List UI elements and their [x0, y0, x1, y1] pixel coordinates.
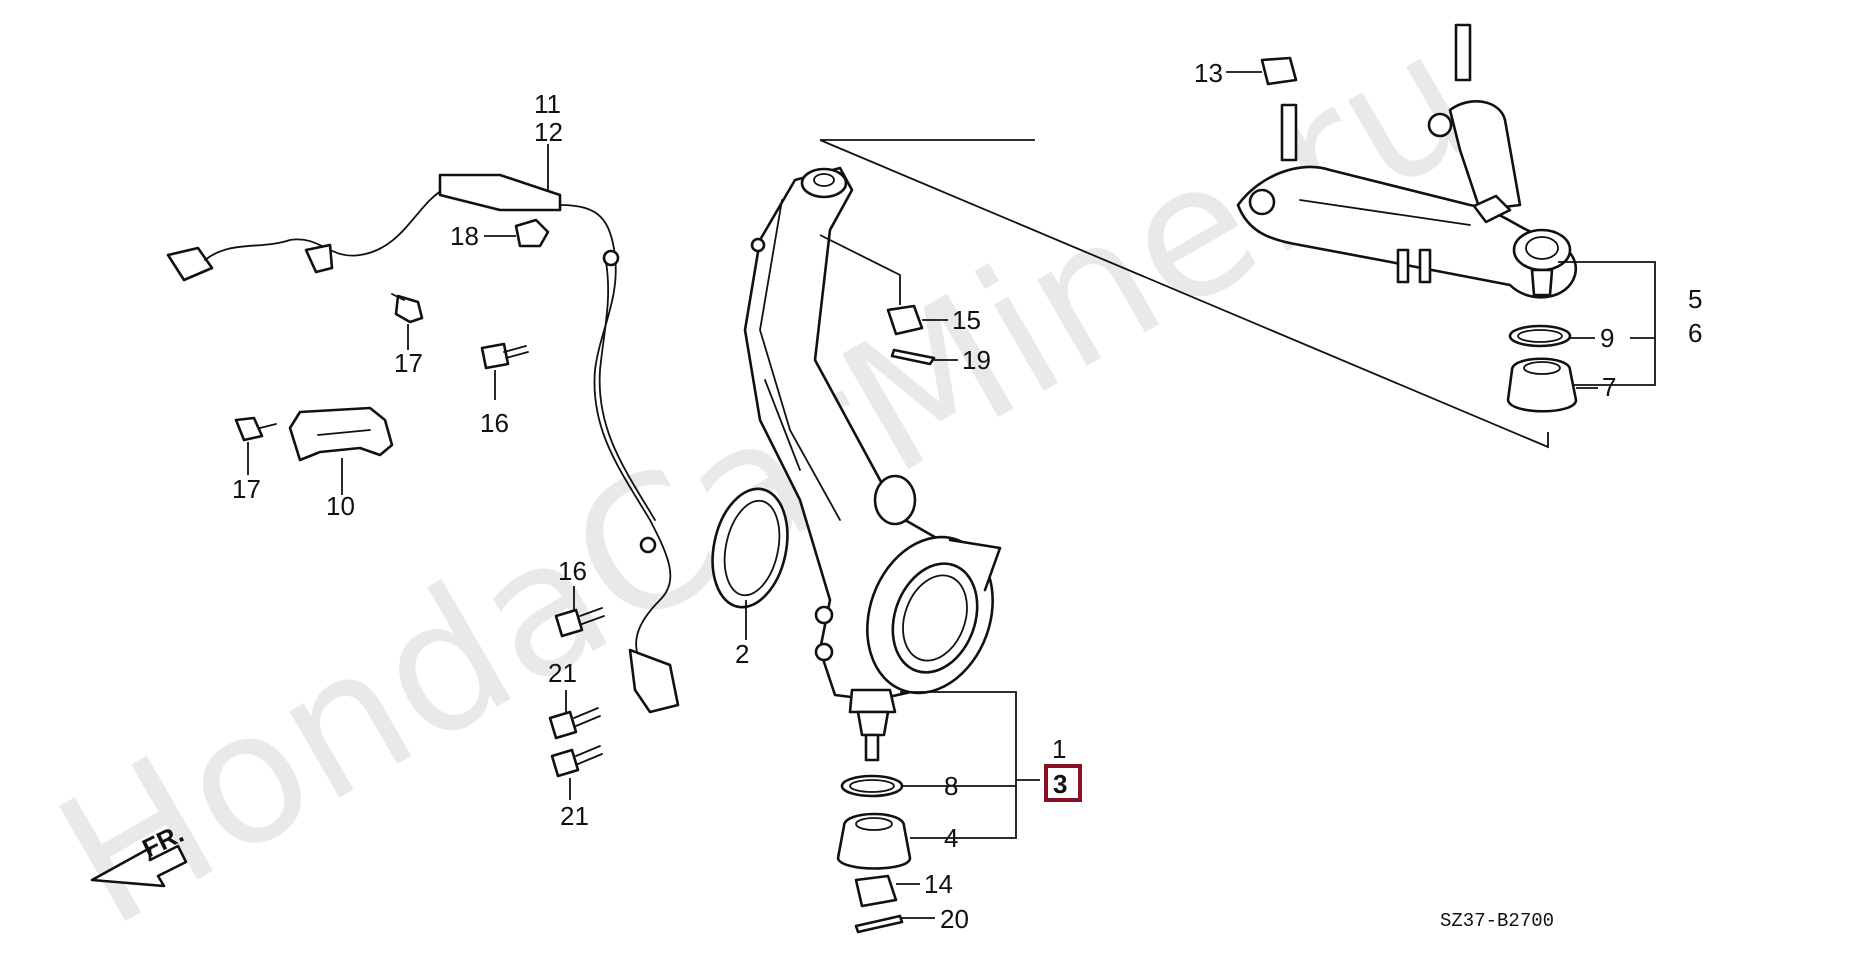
bolt-21-upper[interactable] — [548, 707, 601, 740]
bolt-16-upper[interactable] — [480, 342, 529, 370]
callout-17a[interactable]: 17 — [394, 348, 423, 378]
callout-5[interactable]: 5 — [1688, 284, 1702, 314]
nut-13[interactable] — [1260, 56, 1298, 86]
callout-16b[interactable]: 16 — [558, 556, 587, 586]
diagram-code: SZ37-B2700 — [1440, 910, 1554, 932]
steering-knuckle[interactable] — [743, 166, 1014, 762]
callout-14[interactable]: 14 — [924, 869, 953, 899]
callout-12[interactable]: 12 — [534, 117, 563, 147]
nut-18[interactable] — [514, 218, 550, 248]
callout-13[interactable]: 13 — [1194, 58, 1223, 88]
boot-7[interactable] — [1506, 357, 1578, 413]
lead-bracket-1-3 — [900, 691, 1040, 839]
callout-4[interactable]: 4 — [944, 823, 958, 853]
boot-4[interactable] — [836, 812, 912, 870]
callout-21a[interactable]: 21 — [548, 658, 577, 688]
sensor-bracket[interactable] — [288, 406, 394, 462]
dust-seal[interactable] — [702, 482, 797, 614]
bolt-16-lower[interactable] — [554, 607, 605, 638]
callout-18[interactable]: 18 — [450, 221, 479, 251]
callout-15[interactable]: 15 — [952, 305, 981, 335]
nut-15[interactable] — [886, 304, 924, 336]
callout-10[interactable]: 10 — [326, 491, 355, 521]
callout-19[interactable]: 19 — [962, 345, 991, 375]
nut-14[interactable] — [854, 874, 898, 908]
front-arrow-icon — [90, 844, 188, 888]
bolt-17-upper[interactable] — [391, 293, 424, 324]
callout-8[interactable]: 8 — [944, 771, 958, 801]
bolt-21-lower[interactable] — [550, 745, 603, 778]
callout-7[interactable]: 7 — [1602, 372, 1616, 402]
callout-9[interactable]: 9 — [1600, 323, 1614, 353]
cotter-pin-19[interactable] — [890, 348, 936, 366]
snap-ring-8[interactable] — [840, 774, 904, 798]
callout-1[interactable]: 1 — [1052, 734, 1066, 764]
callout-6[interactable]: 6 — [1688, 318, 1702, 348]
callout-3[interactable]: 3 — [1053, 769, 1067, 799]
wheel-sensor-harness[interactable] — [166, 173, 680, 714]
callout-11[interactable]: 11 — [534, 89, 561, 119]
snap-ring-9[interactable] — [1508, 324, 1572, 348]
callout-16a[interactable]: 16 — [480, 408, 509, 438]
cotter-pin-20[interactable] — [854, 914, 904, 934]
lead-line-knuckle-15 — [819, 234, 901, 305]
callout-17b[interactable]: 17 — [232, 474, 261, 504]
upper-control-arm[interactable] — [1236, 23, 1578, 299]
callout-21b[interactable]: 21 — [560, 801, 589, 831]
sensor-17-lower[interactable] — [234, 416, 277, 442]
callout-3-highlight — [1044, 764, 1082, 802]
lead-line-knuckle-arm — [819, 139, 1549, 449]
lead-bracket-5-6 — [1558, 261, 1656, 386]
callout-2[interactable]: 2 — [735, 639, 749, 669]
callout-20[interactable]: 20 — [940, 904, 969, 934]
